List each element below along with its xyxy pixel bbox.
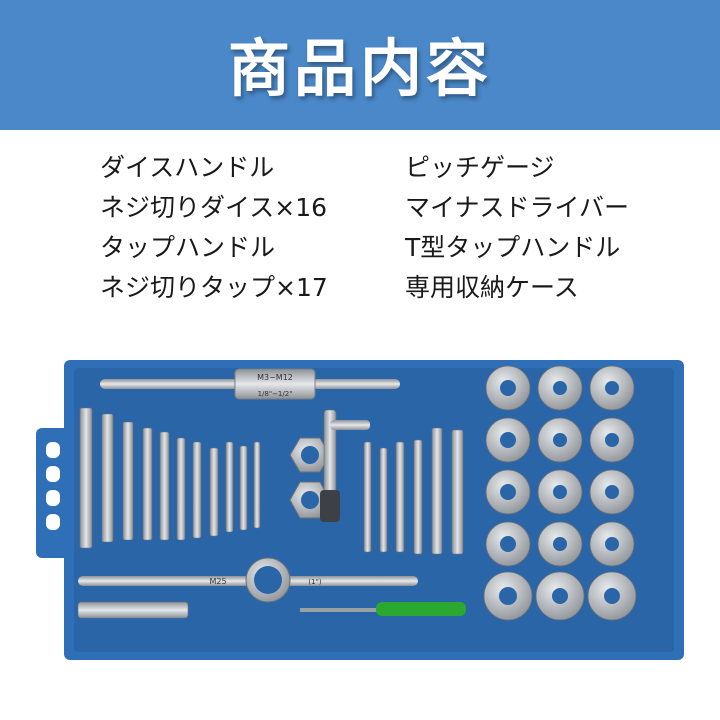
list-item: タップハンドル: [100, 233, 276, 262]
die-handle-top: M3−M12 1/8"−1/2": [100, 368, 400, 400]
handle-bottom-sub: (1"): [308, 578, 321, 586]
handle-top-sub: 1/8"−1/2": [258, 390, 293, 398]
pitch-gauge: [77, 601, 189, 619]
case-tab-holes: [46, 442, 60, 530]
handle-top-label: M3−M12: [257, 373, 293, 382]
list-item: ダイスハンドル: [100, 153, 275, 182]
list-item: マイナスドライバー: [405, 193, 630, 222]
taps-right: [363, 427, 464, 555]
taps-left: [79, 407, 261, 549]
t-tap-handle: [320, 409, 370, 522]
product-photo: M3−M12 1/8"−1/2": [36, 360, 684, 660]
tap-handle-bottom: M25 (1"): [78, 557, 418, 603]
list-item: ネジ切りダイス×16: [100, 193, 328, 222]
header-banner: 商品内容: [0, 0, 720, 130]
list-item: T型タップハンドル: [405, 233, 621, 262]
dies-middle: [289, 437, 331, 519]
dies-grid: [483, 365, 637, 621]
list-item: ピッチゲージ: [405, 153, 555, 182]
page-title: 商品内容: [227, 32, 492, 105]
list-item: 専用収納ケース: [405, 273, 579, 302]
contents-list-right: ピッチゲージ マイナスドライバー T型タップハンドル 専用収納ケース: [405, 148, 629, 308]
list-item: ネジ切りタップ×17: [100, 273, 328, 302]
handle-bottom-label: M25: [209, 577, 226, 586]
contents-list-left: ダイスハンドル ネジ切りダイス×16 タップハンドル ネジ切りタップ×17: [100, 148, 328, 308]
screwdriver: [300, 602, 466, 616]
